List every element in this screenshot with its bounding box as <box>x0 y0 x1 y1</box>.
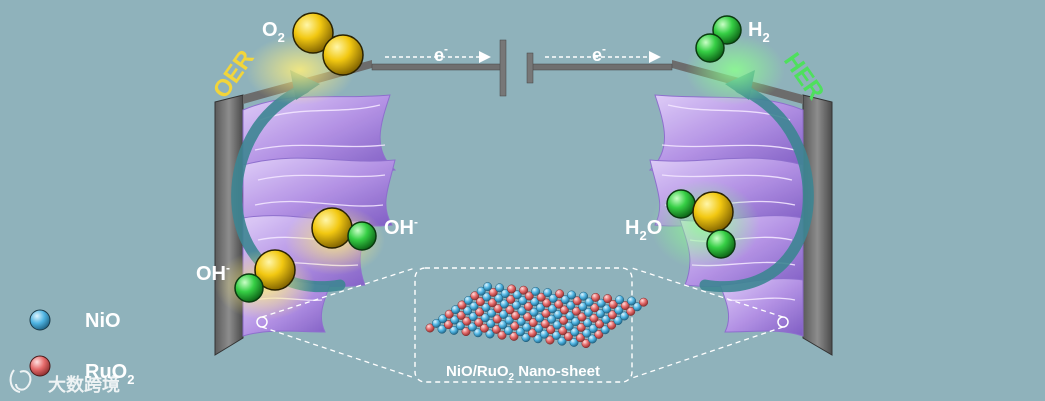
ruo2-atom <box>639 298 647 306</box>
nio-atom <box>627 297 635 305</box>
watermark-text: 大数跨境 <box>48 374 120 395</box>
ruo2-atom <box>507 285 515 293</box>
nio-atom <box>531 287 539 295</box>
ruo2-atom <box>591 293 599 301</box>
electron-label-left: e- <box>434 42 448 65</box>
nanosheet-atom-lattice <box>426 282 648 347</box>
legend-swatch-nio <box>30 310 50 330</box>
nio-atom <box>567 291 575 299</box>
oh-label-1: OH- <box>384 215 418 239</box>
legend-label-nio: NiO <box>85 310 121 332</box>
electron-label-right: e- <box>592 42 606 65</box>
h2-molecule <box>685 16 785 105</box>
nio-atom <box>579 292 587 300</box>
nio-atom <box>615 296 623 304</box>
nanosheet-label: NiO/RuO2 Nano-sheet <box>446 363 600 383</box>
oh-label-2: OH- <box>196 261 230 285</box>
ruo2-atom <box>603 294 611 302</box>
h2o-molecule <box>650 180 760 270</box>
ruo2-atom <box>519 286 527 294</box>
ruo2-atom <box>555 290 563 298</box>
external-circuit: e- e- <box>372 40 672 96</box>
legend-item-nio: NiO <box>30 310 121 332</box>
watermark-logo-icon <box>11 370 31 392</box>
oh-molecule-2 <box>215 250 315 320</box>
nio-atom <box>483 282 491 290</box>
battery-long-plate <box>500 40 506 96</box>
legend-swatch-ruo2 <box>30 356 50 376</box>
nio-atom <box>543 288 551 296</box>
nanosheet-inset: NiO/RuO2 Nano-sheet <box>415 268 648 383</box>
nio-atom <box>495 284 503 292</box>
battery-short-plate <box>527 53 533 83</box>
